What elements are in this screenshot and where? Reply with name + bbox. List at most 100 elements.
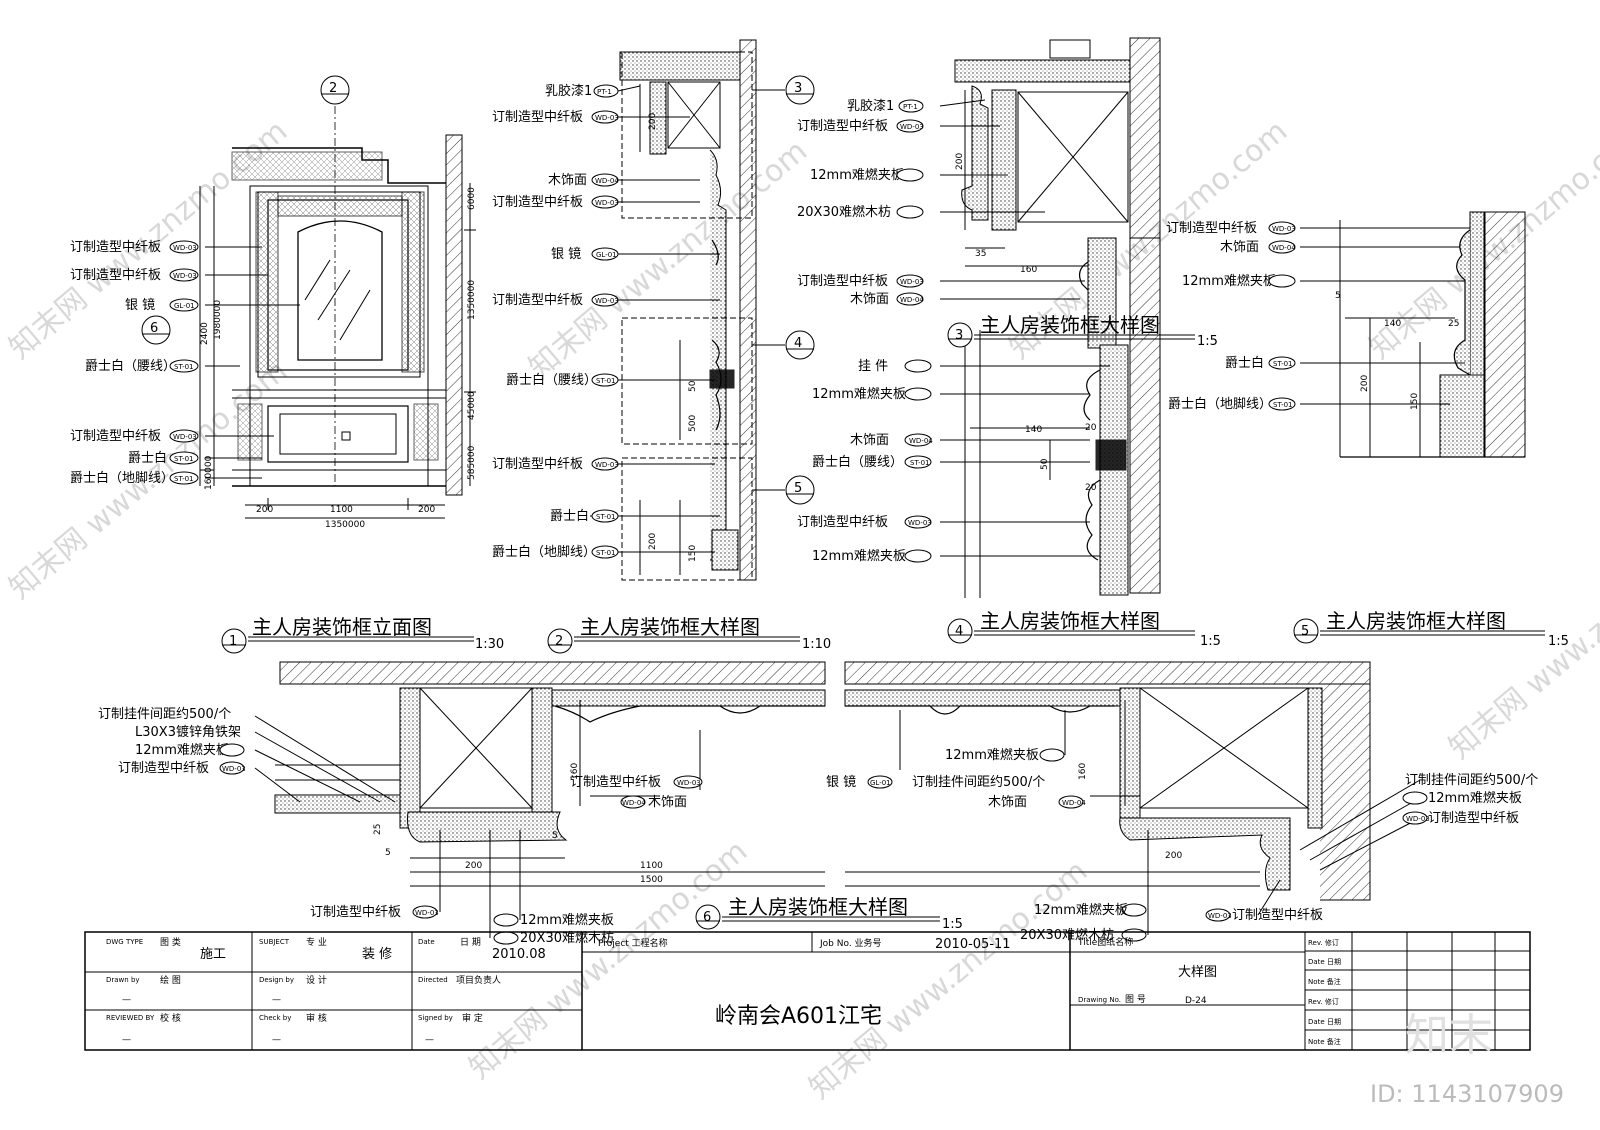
- svg-text:Design by: Design by: [259, 976, 294, 984]
- svg-text:2400: 2400: [200, 322, 210, 345]
- svg-text:150: 150: [688, 545, 698, 562]
- svg-text:1500: 1500: [640, 875, 663, 885]
- svg-text:12mm难燃夹板: 12mm难燃夹板: [135, 742, 229, 758]
- svg-text:20X30难燃木枋: 20X30难燃木枋: [797, 204, 891, 220]
- detail-6-labels: 订制挂件间距约500/个 L30X3镀锌角铁架 12mm难燃夹板 订制造型中纤板…: [98, 707, 1538, 946]
- svg-text:ST-01: ST-01: [596, 513, 616, 521]
- tag: WD-03: [173, 433, 197, 441]
- svg-text:订制造型中纤板: 订制造型中纤板: [1166, 221, 1257, 236]
- svg-text:银 镜: 银 镜: [826, 775, 856, 790]
- svg-text:1980000: 1980000: [213, 300, 223, 340]
- svg-text:WD-03: WD-03: [900, 123, 924, 131]
- title-block: [84, 931, 1531, 1051]
- svg-text:专 业: 专 业: [306, 936, 327, 948]
- svg-text:500: 500: [688, 415, 698, 432]
- title-block-text: DWG TYPE 图 类 施工 SUBJECT 专 业 装 修 Date 日 期…: [106, 936, 1341, 1046]
- svg-text:Drawing No.: Drawing No.: [1078, 996, 1121, 1004]
- svg-text:4: 4: [955, 624, 963, 639]
- svg-text:爵士白（腰线）: 爵士白（腰线）: [812, 454, 903, 470]
- svg-text:绘 图: 绘 图: [160, 974, 181, 986]
- svg-text:1350000: 1350000: [325, 520, 365, 530]
- svg-text:挂 件: 挂 件: [858, 359, 888, 374]
- svg-text:6: 6: [150, 321, 158, 336]
- label: 订制造型中纤板: [70, 429, 161, 444]
- svg-text:50: 50: [688, 380, 698, 392]
- svg-text:订制造型中纤板: 订制造型中纤板: [492, 457, 583, 472]
- svg-text:项目负责人: 项目负责人: [456, 974, 501, 986]
- svg-text:12mm难燃夹板: 12mm难燃夹板: [1428, 790, 1522, 806]
- svg-text:—: —: [425, 1035, 434, 1045]
- svg-text:—: —: [122, 1035, 131, 1045]
- svg-text:主人房装饰框大样图: 主人房装饰框大样图: [980, 609, 1160, 633]
- svg-text:160: 160: [1020, 265, 1037, 275]
- svg-text:WD-03: WD-03: [908, 519, 932, 527]
- label: 爵士白: [128, 450, 167, 466]
- tag: ST-01: [174, 475, 194, 483]
- svg-text:Job No. 业务号: Job No. 业务号: [819, 937, 882, 949]
- svg-text:25: 25: [373, 824, 383, 835]
- svg-text:12mm难燃夹板: 12mm难燃夹板: [1182, 273, 1276, 289]
- svg-text:200: 200: [256, 505, 273, 515]
- svg-text:WD-03: WD-03: [677, 779, 701, 787]
- svg-text:订制造型中纤板: 订制造型中纤板: [118, 761, 209, 776]
- section-labels: 乳胶漆1 订制造型中纤板 木饰面 订制造型中纤板 银 镜 订制造型中纤板 爵士白…: [492, 75, 815, 562]
- svg-text:50: 50: [1040, 458, 1050, 470]
- label: 银 镜: [125, 298, 155, 313]
- svg-text:Rev. 修订: Rev. 修订: [1308, 938, 1339, 947]
- view-titles: 1 主人房装饰框立面图 1:30 2 主人房装饰框大样图 1:10 3 主人房装…: [221, 313, 1569, 932]
- svg-text:ST-01: ST-01: [596, 377, 616, 385]
- section-view: [590, 39, 785, 581]
- svg-text:2010.08: 2010.08: [492, 947, 546, 962]
- svg-text:审 核: 审 核: [306, 1012, 327, 1024]
- svg-text:Project 工程名称: Project 工程名称: [598, 937, 668, 949]
- svg-text:WD-04: WD-04: [595, 177, 619, 185]
- svg-text:45000: 45000: [467, 391, 477, 420]
- view-title-4: [947, 618, 1195, 644]
- svg-text:200: 200: [648, 113, 658, 130]
- svg-text:订制造型中纤板: 订制造型中纤板: [1232, 908, 1323, 923]
- svg-text:1:30: 1:30: [475, 637, 504, 652]
- svg-text:爵士白（地脚线）: 爵士白（地脚线）: [492, 544, 596, 560]
- svg-text:木饰面: 木饰面: [1220, 240, 1259, 255]
- svg-text:Note 备注: Note 备注: [1308, 1037, 1341, 1046]
- elevation-view: [199, 90, 476, 519]
- svg-text:爵士白（腰线）: 爵士白（腰线）: [506, 372, 597, 388]
- label: 订制造型中纤板: [70, 240, 161, 255]
- svg-text:D-24: D-24: [1185, 996, 1207, 1006]
- svg-text:设 计: 设 计: [306, 974, 327, 986]
- detail-5-view: [1300, 211, 1526, 458]
- svg-text:GL-01: GL-01: [870, 779, 891, 787]
- svg-text:12mm难燃夹板: 12mm难燃夹板: [520, 912, 614, 928]
- watermark-text: 知末网 www.znzmo.com: [803, 854, 1094, 1106]
- svg-text:585000: 585000: [467, 445, 477, 480]
- elevation-callout-2: 2: [320, 75, 350, 105]
- svg-text:WD-03: WD-03: [595, 297, 619, 305]
- svg-text:施工: 施工: [200, 947, 226, 962]
- view-title-1: [221, 628, 474, 654]
- svg-text:PT-1: PT-1: [597, 88, 612, 96]
- svg-text:—: —: [272, 1035, 281, 1045]
- svg-text:木饰面: 木饰面: [850, 292, 889, 307]
- svg-text:6000: 6000: [467, 187, 477, 210]
- svg-text:12mm难燃夹板: 12mm难燃夹板: [945, 747, 1039, 763]
- svg-text:审 定: 审 定: [462, 1012, 483, 1024]
- svg-text:乳胶漆1: 乳胶漆1: [847, 98, 894, 114]
- watermark-logo: 知末: [1405, 1010, 1493, 1061]
- svg-text:订制造型中纤板: 订制造型中纤板: [797, 119, 888, 134]
- svg-text:WD-04: WD-04: [1272, 244, 1296, 252]
- svg-text:1:5: 1:5: [1200, 634, 1221, 649]
- svg-text:2: 2: [329, 81, 337, 96]
- svg-text:WD-03: WD-03: [595, 114, 619, 122]
- label: 爵士白（腰线）: [85, 358, 176, 374]
- svg-text:25: 25: [1448, 319, 1459, 329]
- svg-text:日 期: 日 期: [460, 937, 481, 948]
- svg-text:5: 5: [1335, 291, 1341, 301]
- svg-text:主人房装饰框立面图: 主人房装饰框立面图: [252, 615, 432, 639]
- svg-text:乳胶漆1: 乳胶漆1: [545, 83, 592, 99]
- svg-text:ST-01: ST-01: [910, 459, 930, 467]
- svg-text:200: 200: [955, 153, 965, 170]
- svg-text:3: 3: [955, 328, 963, 343]
- svg-text:WD-03: WD-03: [595, 199, 619, 207]
- svg-text:200: 200: [648, 533, 658, 550]
- tag: GL-01: [174, 302, 195, 310]
